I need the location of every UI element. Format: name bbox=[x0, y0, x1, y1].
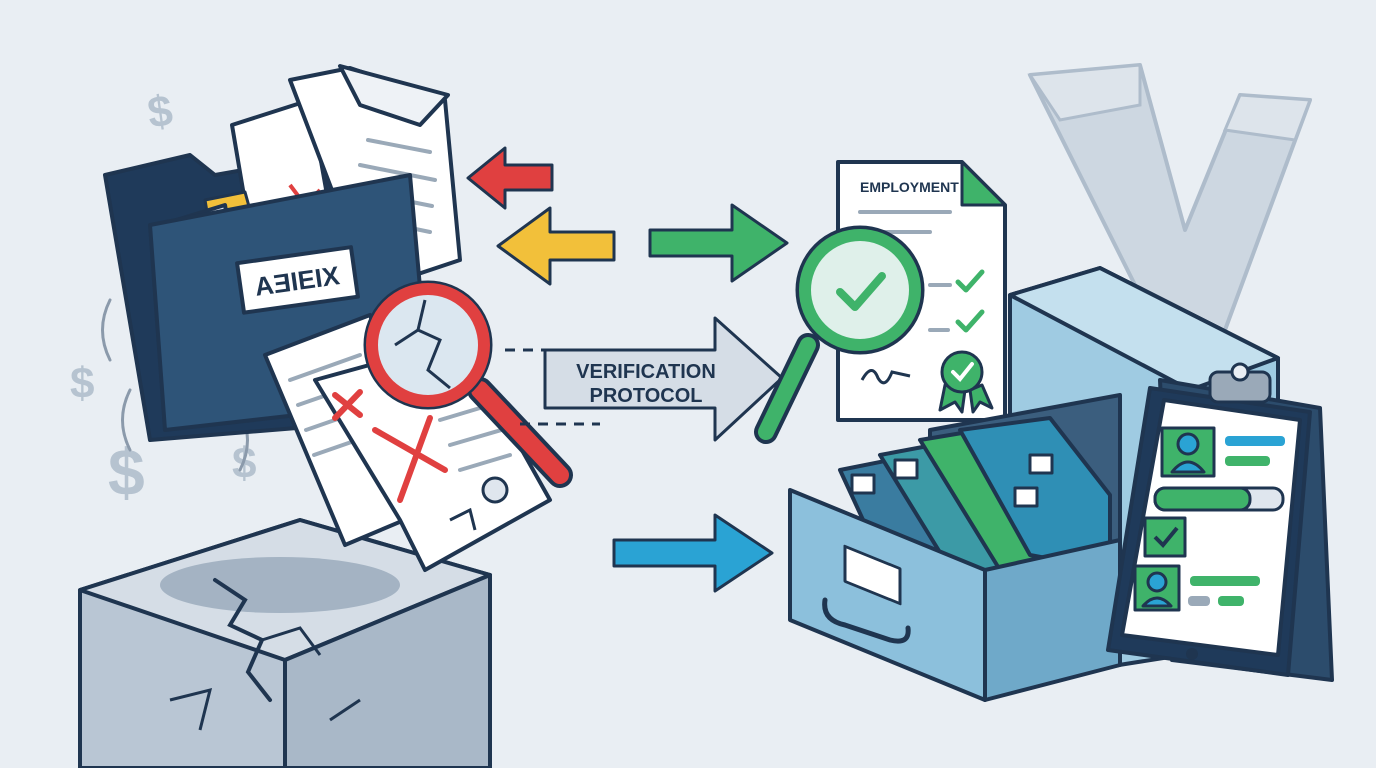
blue-arrow-right bbox=[612, 513, 774, 593]
dollar-icon: $ bbox=[108, 435, 145, 509]
checkbox-icon bbox=[1143, 516, 1187, 558]
drawer-handle bbox=[822, 597, 911, 644]
green-arrow-right bbox=[648, 203, 789, 283]
red-arrow-left bbox=[466, 146, 554, 210]
clipboard-tablet bbox=[1106, 362, 1334, 682]
verification-protocol-arrow bbox=[505, 316, 784, 442]
yellow-arrow-left bbox=[496, 206, 616, 286]
banner-line1: VERIFICATION bbox=[576, 361, 716, 383]
document-title: EMPLOYMENT bbox=[860, 179, 959, 195]
profile-avatar-icon bbox=[1160, 426, 1216, 478]
profile-avatar-icon bbox=[1133, 564, 1181, 612]
verify-magnifier-icon bbox=[754, 225, 925, 444]
check-icon bbox=[955, 269, 985, 333]
cracked-pedestal bbox=[78, 518, 492, 768]
banner-line2: PROTOCOL bbox=[590, 385, 703, 407]
reject-x-icon bbox=[332, 389, 448, 503]
dollar-icon: $ bbox=[145, 86, 176, 138]
folder-label bbox=[235, 245, 360, 315]
dollar-icon: $ bbox=[70, 359, 94, 408]
cracked-magnifier-icon bbox=[363, 280, 573, 488]
approval-seal-icon bbox=[938, 350, 994, 414]
